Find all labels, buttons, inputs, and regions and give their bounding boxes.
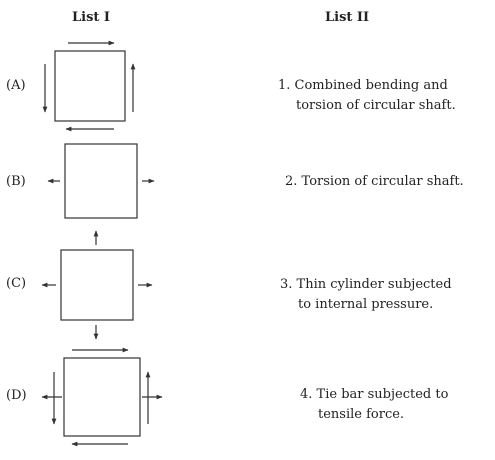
tension-plus-shear-element — [41, 347, 163, 447]
item-3-line-1: 3. Thin cylinder subjected — [280, 277, 452, 292]
list-2-item-3: 3. Thin cylinder subjected to internal p… — [280, 275, 452, 315]
item-1-line-2: torsion of circular shaft. — [296, 98, 456, 113]
item-4-line-2: tensile force. — [318, 407, 405, 422]
uniaxial-tension-element — [47, 143, 155, 219]
label-c: (C) — [6, 276, 27, 291]
pure-shear-element — [42, 40, 136, 132]
list-2-item-4: 4. Tie bar subjected to tensile force. — [300, 385, 448, 425]
item-3-line-2: to internal pressure. — [298, 297, 434, 312]
list-2-item-1: 1. Combined bending and torsion of circu… — [278, 76, 456, 116]
item-4-line-1: 4. Tie bar subjected to — [300, 387, 449, 402]
label-b: (B) — [6, 174, 26, 189]
item-2-line-1: 2. Torsion of circular shaft. — [285, 174, 464, 189]
list-1-heading: List I — [72, 10, 111, 25]
list-2-item-2: 2. Torsion of circular shaft. — [285, 172, 464, 192]
biaxial-tension-element — [41, 230, 153, 340]
label-d: (D) — [6, 388, 27, 403]
label-a: (A) — [6, 78, 26, 93]
list-2-heading: List II — [325, 10, 370, 25]
item-1-line-1: 1. Combined bending and — [278, 78, 448, 93]
